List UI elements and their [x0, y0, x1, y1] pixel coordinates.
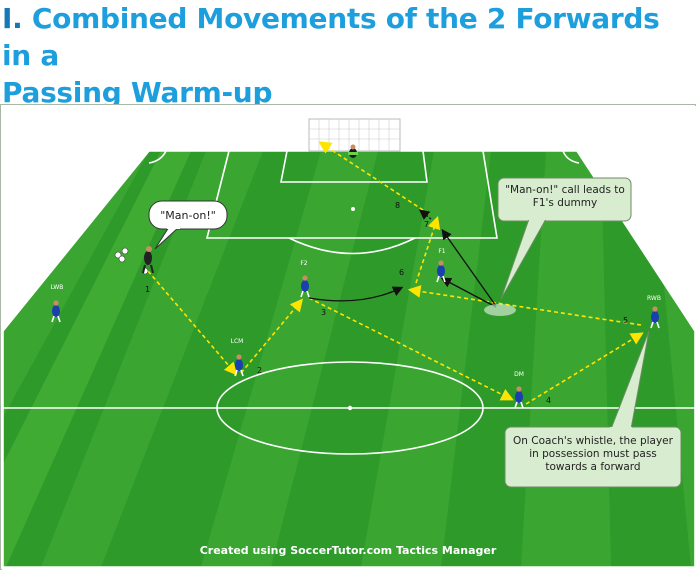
- pass-lines: [147, 141, 644, 405]
- footer-credit: Created using SoccerTutor.com Tactics Ma…: [199, 544, 497, 557]
- title-line-2: Passing Warm-up: [2, 76, 273, 109]
- pitch-canvas: LWB LCM F2 F1 DM RWB 1 2 3 4 5 6 7 8: [2, 106, 696, 570]
- player-dm: [514, 386, 524, 409]
- run-lines: [308, 209, 497, 308]
- label-lcm: LCM: [231, 338, 244, 345]
- player-rwb: [650, 306, 660, 329]
- whistle-callout-box: [504, 330, 682, 488]
- tactics-diagram: LWB LCM F2 F1 DM RWB 1 2 3 4 5 6 7 8: [0, 104, 696, 570]
- goalkeeper-figure: [348, 144, 358, 158]
- pass-number-6: 6: [399, 268, 404, 277]
- label-f1: F1: [438, 248, 445, 255]
- pass-number-7: 7: [424, 220, 429, 229]
- pass-number-5: 5: [623, 316, 628, 325]
- man-on-text: "Man-on!": [160, 209, 216, 222]
- player-f2: [300, 275, 310, 298]
- coach-figure: [142, 246, 154, 274]
- dummy-callout-text: "Man-on!" call leads to F1's dummy: [505, 184, 625, 209]
- label-f2: F2: [300, 260, 307, 267]
- dummy-callout-box: [497, 177, 632, 300]
- title-line-1: Combined Movements of the 2 Forwards in …: [2, 2, 660, 72]
- player-lcm: [234, 354, 244, 377]
- coach-position: [484, 304, 516, 316]
- pass-number-3: 3: [321, 308, 326, 317]
- whistle-callout-text: On Coach's whistle, the player in posses…: [513, 435, 673, 473]
- balls: [114, 247, 149, 275]
- page-title: I. Combined Movements of the 2 Forwards …: [2, 0, 692, 111]
- label-dm: DM: [514, 371, 524, 378]
- pass-number-2: 2: [257, 366, 262, 375]
- pass-number-8: 8: [395, 201, 400, 210]
- player-lwb: [51, 300, 61, 323]
- player-f1: [436, 260, 446, 283]
- pass-number-1: 1: [145, 285, 150, 294]
- man-on-bubble: [148, 200, 228, 250]
- label-rwb: RWB: [647, 295, 661, 302]
- label-lwb: LWB: [51, 284, 64, 291]
- title-number: I.: [2, 2, 23, 35]
- pass-number-4: 4: [546, 396, 551, 405]
